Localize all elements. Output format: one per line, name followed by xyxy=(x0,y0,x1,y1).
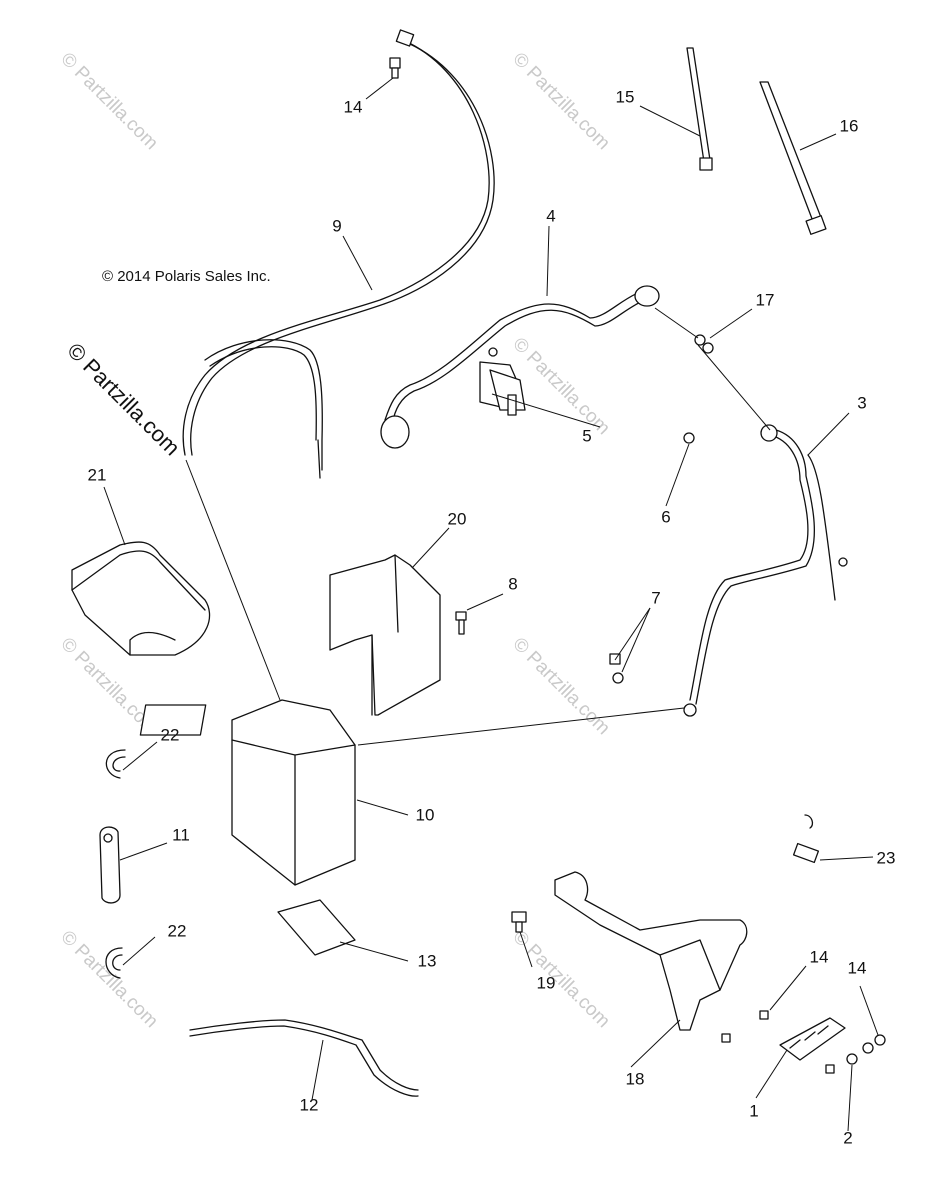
watermark: © Partzilla.com xyxy=(508,334,613,439)
part-6-nut[interactable] xyxy=(683,432,695,444)
watermarks: © Partzilla.com © Partzilla.com © Partzi… xyxy=(56,49,613,1032)
callout-12[interactable]: 12 xyxy=(300,1096,319,1115)
watermark: © Partzilla.com xyxy=(508,49,613,154)
part-8-bolt[interactable] xyxy=(455,611,467,635)
watermark: © Partzilla.com xyxy=(56,49,161,154)
part-4-cable[interactable] xyxy=(380,285,660,449)
callout-7[interactable]: 7 xyxy=(651,589,660,608)
callout-21[interactable]: 21 xyxy=(88,466,107,485)
part-3-cable[interactable] xyxy=(683,424,848,717)
part-14-bolt-top[interactable] xyxy=(389,57,401,79)
part-12-rod[interactable] xyxy=(189,1019,419,1097)
callout-20[interactable]: 20 xyxy=(448,510,467,529)
part-11-strap[interactable] xyxy=(99,826,121,904)
part-9-cable[interactable] xyxy=(182,29,495,479)
callout-17[interactable]: 17 xyxy=(756,291,775,310)
part-23-clip[interactable] xyxy=(792,814,820,864)
callout-13[interactable]: 13 xyxy=(418,952,437,971)
partzilla-watermark: © Partzilla.com xyxy=(62,338,185,461)
part-10-battery[interactable] xyxy=(139,699,356,886)
part-19-bolt[interactable] xyxy=(511,911,527,933)
copyright-text: © 2014 Polaris Sales Inc. xyxy=(102,268,271,285)
watermark: © Partzilla.com xyxy=(508,634,613,739)
part-18-mount-bracket[interactable] xyxy=(554,871,748,1031)
callout-23[interactable]: 23 xyxy=(877,849,896,868)
callout-5[interactable]: 5 xyxy=(582,427,591,446)
callout-18[interactable]: 18 xyxy=(626,1070,645,1089)
callout-1[interactable]: 1 xyxy=(749,1102,758,1121)
watermark: © Partzilla.com xyxy=(56,927,161,1032)
part-1-terminal-block[interactable] xyxy=(779,1017,846,1061)
callout-22[interactable]: 22 xyxy=(168,922,187,941)
callout-11[interactable]: 11 xyxy=(172,826,190,845)
part-22-clip-bottom[interactable] xyxy=(105,947,123,979)
part-13-pad[interactable] xyxy=(277,899,356,956)
callout-10[interactable]: 10 xyxy=(416,806,435,825)
part-21-battery-tray[interactable] xyxy=(71,541,211,656)
part-7-bolt-nut[interactable] xyxy=(609,653,624,684)
part-22-clip-top[interactable] xyxy=(105,749,126,779)
callouts: 14 15 16 4 9 17 3 5 6 20 21 8 7 22 10 11… xyxy=(88,88,896,1148)
watermark: © Partzilla.com xyxy=(508,927,613,1032)
callout-9[interactable]: 9 xyxy=(332,217,341,236)
callout-6[interactable]: 6 xyxy=(661,508,670,527)
leader-lines xyxy=(103,77,879,1132)
hardware-bolts[interactable] xyxy=(721,1010,886,1074)
callout-19[interactable]: 19 xyxy=(537,974,556,993)
callout-8[interactable]: 8 xyxy=(508,575,517,594)
callout-15[interactable]: 15 xyxy=(616,88,635,107)
callout-22[interactable]: 22 xyxy=(161,726,180,745)
callout-14[interactable]: 14 xyxy=(810,948,829,967)
callout-2[interactable]: 2 xyxy=(843,1129,852,1148)
callout-16[interactable]: 16 xyxy=(840,117,859,136)
callout-4[interactable]: 4 xyxy=(546,207,555,226)
callout-14[interactable]: 14 xyxy=(344,98,363,117)
callout-3[interactable]: 3 xyxy=(857,394,866,413)
part-20-battery-cover[interactable] xyxy=(329,554,441,716)
part-15-cable-tie[interactable] xyxy=(686,47,713,171)
part-16-cable-tie[interactable] xyxy=(759,81,827,235)
callout-14[interactable]: 14 xyxy=(848,959,867,978)
part-5-solenoid[interactable] xyxy=(479,347,526,416)
